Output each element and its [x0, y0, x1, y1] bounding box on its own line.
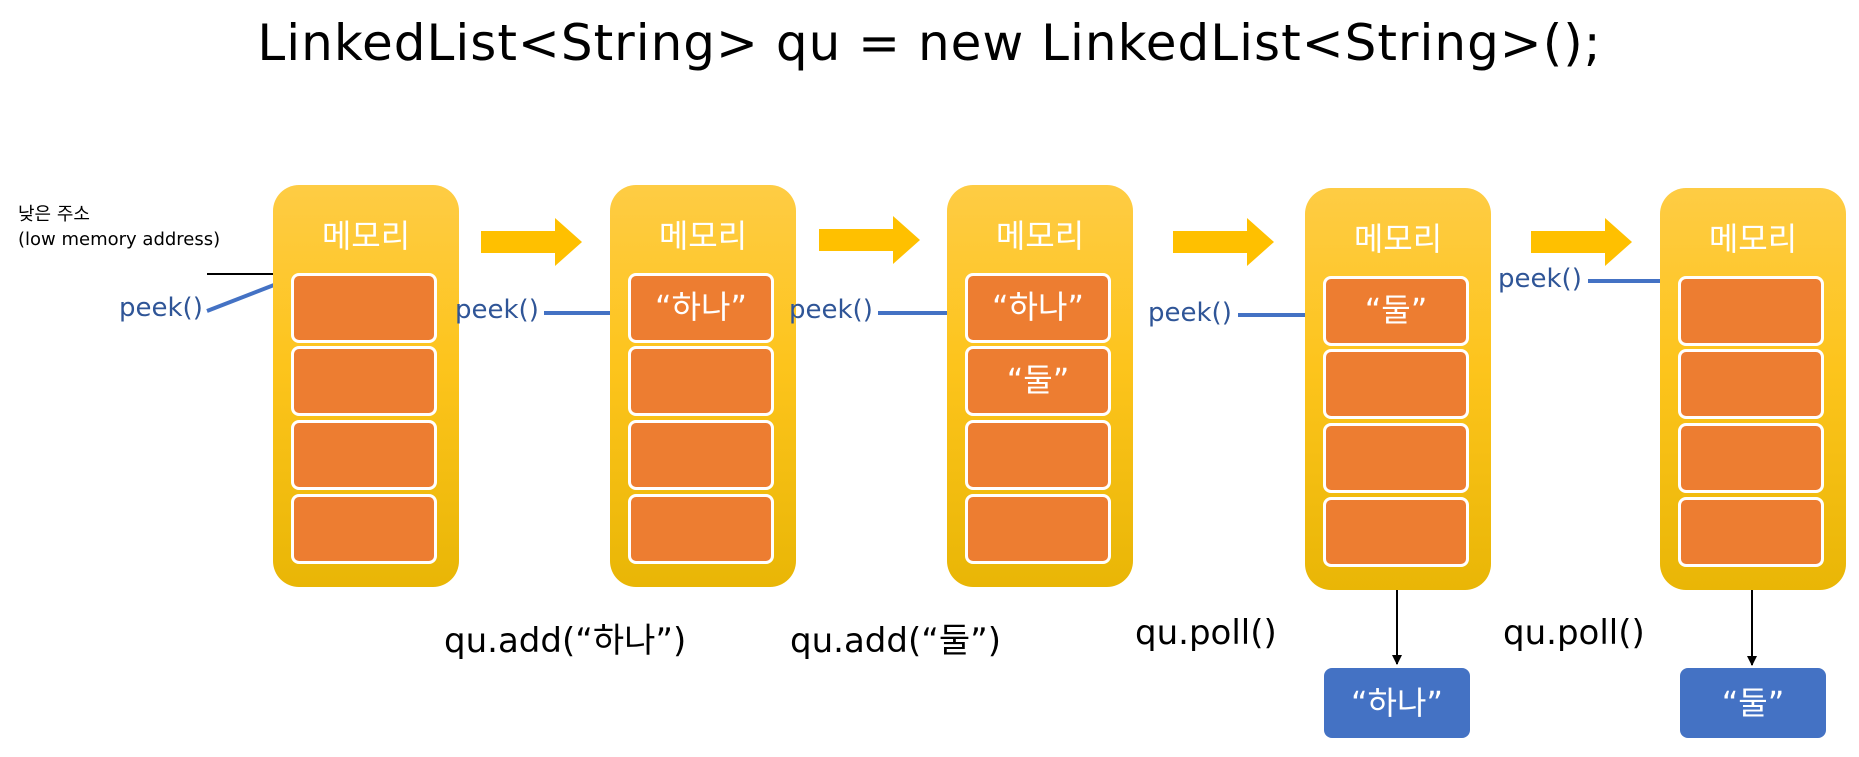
memory-label: 메모리	[995, 217, 1085, 255]
memory-cell	[1678, 349, 1824, 419]
memory-block-3: 메모리 “하나” “둘”	[947, 185, 1133, 587]
peek-label-1: peek()	[119, 293, 203, 323]
peek-label-4: peek()	[1148, 298, 1232, 328]
memory-cell	[1323, 349, 1469, 419]
peek-label-3: peek()	[789, 295, 873, 325]
memory-label: 메모리	[1353, 220, 1443, 258]
memory-cell	[628, 346, 774, 416]
memory-block-2: 메모리 “하나”	[610, 185, 796, 587]
operation-poll-2: qu.poll()	[1503, 613, 1645, 653]
memory-block-1: 메모리	[273, 185, 459, 587]
memory-cell	[1678, 497, 1824, 567]
poll-result-2: “둘”	[1680, 668, 1826, 738]
memory-cell	[1678, 423, 1824, 493]
low-address-note-english: (low memory address)	[18, 229, 221, 250]
memory-cell	[291, 420, 437, 490]
peek-label-2: peek()	[455, 295, 539, 325]
low-address-note: 낮은 주소 (low memory address)	[18, 202, 220, 252]
poll-result-1: “하나”	[1324, 668, 1470, 738]
memory-cell	[628, 420, 774, 490]
low-address-note-korean: 낮은 주소	[18, 204, 90, 225]
memory-cell	[1323, 423, 1469, 493]
step-arrow-4	[1531, 218, 1632, 266]
operation-add-1: qu.add(“하나”)	[444, 621, 687, 661]
memory-cell	[1678, 276, 1824, 346]
memory-cell: “둘”	[965, 346, 1111, 416]
step-arrow-2	[819, 216, 920, 264]
memory-cell	[1323, 497, 1469, 567]
memory-cell	[965, 494, 1111, 564]
diagram-title: LinkedList<String> qu = new LinkedList<S…	[257, 14, 1602, 72]
memory-label: 메모리	[658, 217, 748, 255]
memory-cell	[291, 273, 437, 343]
memory-cell	[291, 346, 437, 416]
memory-cell	[628, 494, 774, 564]
memory-cell: “하나”	[965, 273, 1111, 343]
memory-label: 메모리	[1708, 220, 1798, 258]
memory-block-5: 메모리	[1660, 188, 1846, 590]
memory-cell	[965, 420, 1111, 490]
peek-label-5: peek()	[1498, 264, 1582, 294]
memory-block-4: 메모리 “둘”	[1305, 188, 1491, 590]
memory-label: 메모리	[321, 217, 411, 255]
step-arrow-3	[1173, 218, 1274, 266]
operation-poll-1: qu.poll()	[1135, 613, 1277, 653]
step-arrow-1	[481, 218, 582, 266]
memory-cell: “둘”	[1323, 276, 1469, 346]
memory-cell: “하나”	[628, 273, 774, 343]
memory-cell	[291, 494, 437, 564]
operation-add-2: qu.add(“둘”)	[790, 621, 1001, 661]
